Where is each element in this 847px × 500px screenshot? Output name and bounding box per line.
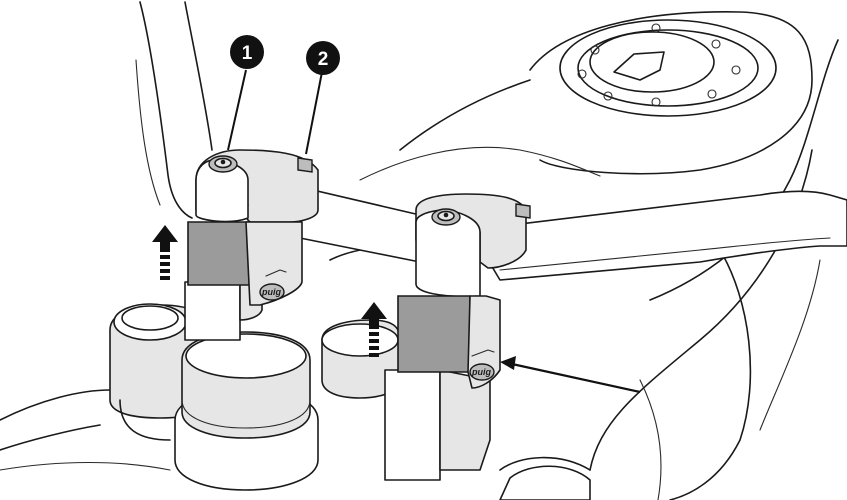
brand-mark-2: puig [471, 367, 491, 377]
windscreen [135, 1, 213, 219]
callout-2-label: 2 [318, 49, 329, 70]
up-arrow-icon [152, 225, 178, 280]
callout-1-leader [227, 69, 247, 151]
lower-body [0, 246, 591, 500]
callout-1: 1 [230, 35, 264, 69]
steering-nut-cap [174, 331, 319, 491]
up-arrow-icon [361, 302, 387, 357]
brand-mark: puig [261, 287, 281, 297]
left-riser-sleeve: puig [187, 221, 303, 306]
callout-2-leader [305, 71, 323, 155]
right-riser-logo: puig [469, 349, 495, 381]
callout-1-label: 1 [242, 43, 253, 64]
right-riser-sleeve: puig [397, 295, 501, 389]
handlebar [247, 179, 847, 281]
callout-2: 2 [306, 41, 340, 75]
right-riser-clamp [415, 193, 531, 298]
left-riser-clamp [195, 149, 319, 223]
right-riser-lower [384, 369, 491, 481]
pointer-arrow [500, 356, 641, 394]
fuel-cap [559, 19, 777, 117]
left-riser-logo: puig [259, 269, 287, 301]
